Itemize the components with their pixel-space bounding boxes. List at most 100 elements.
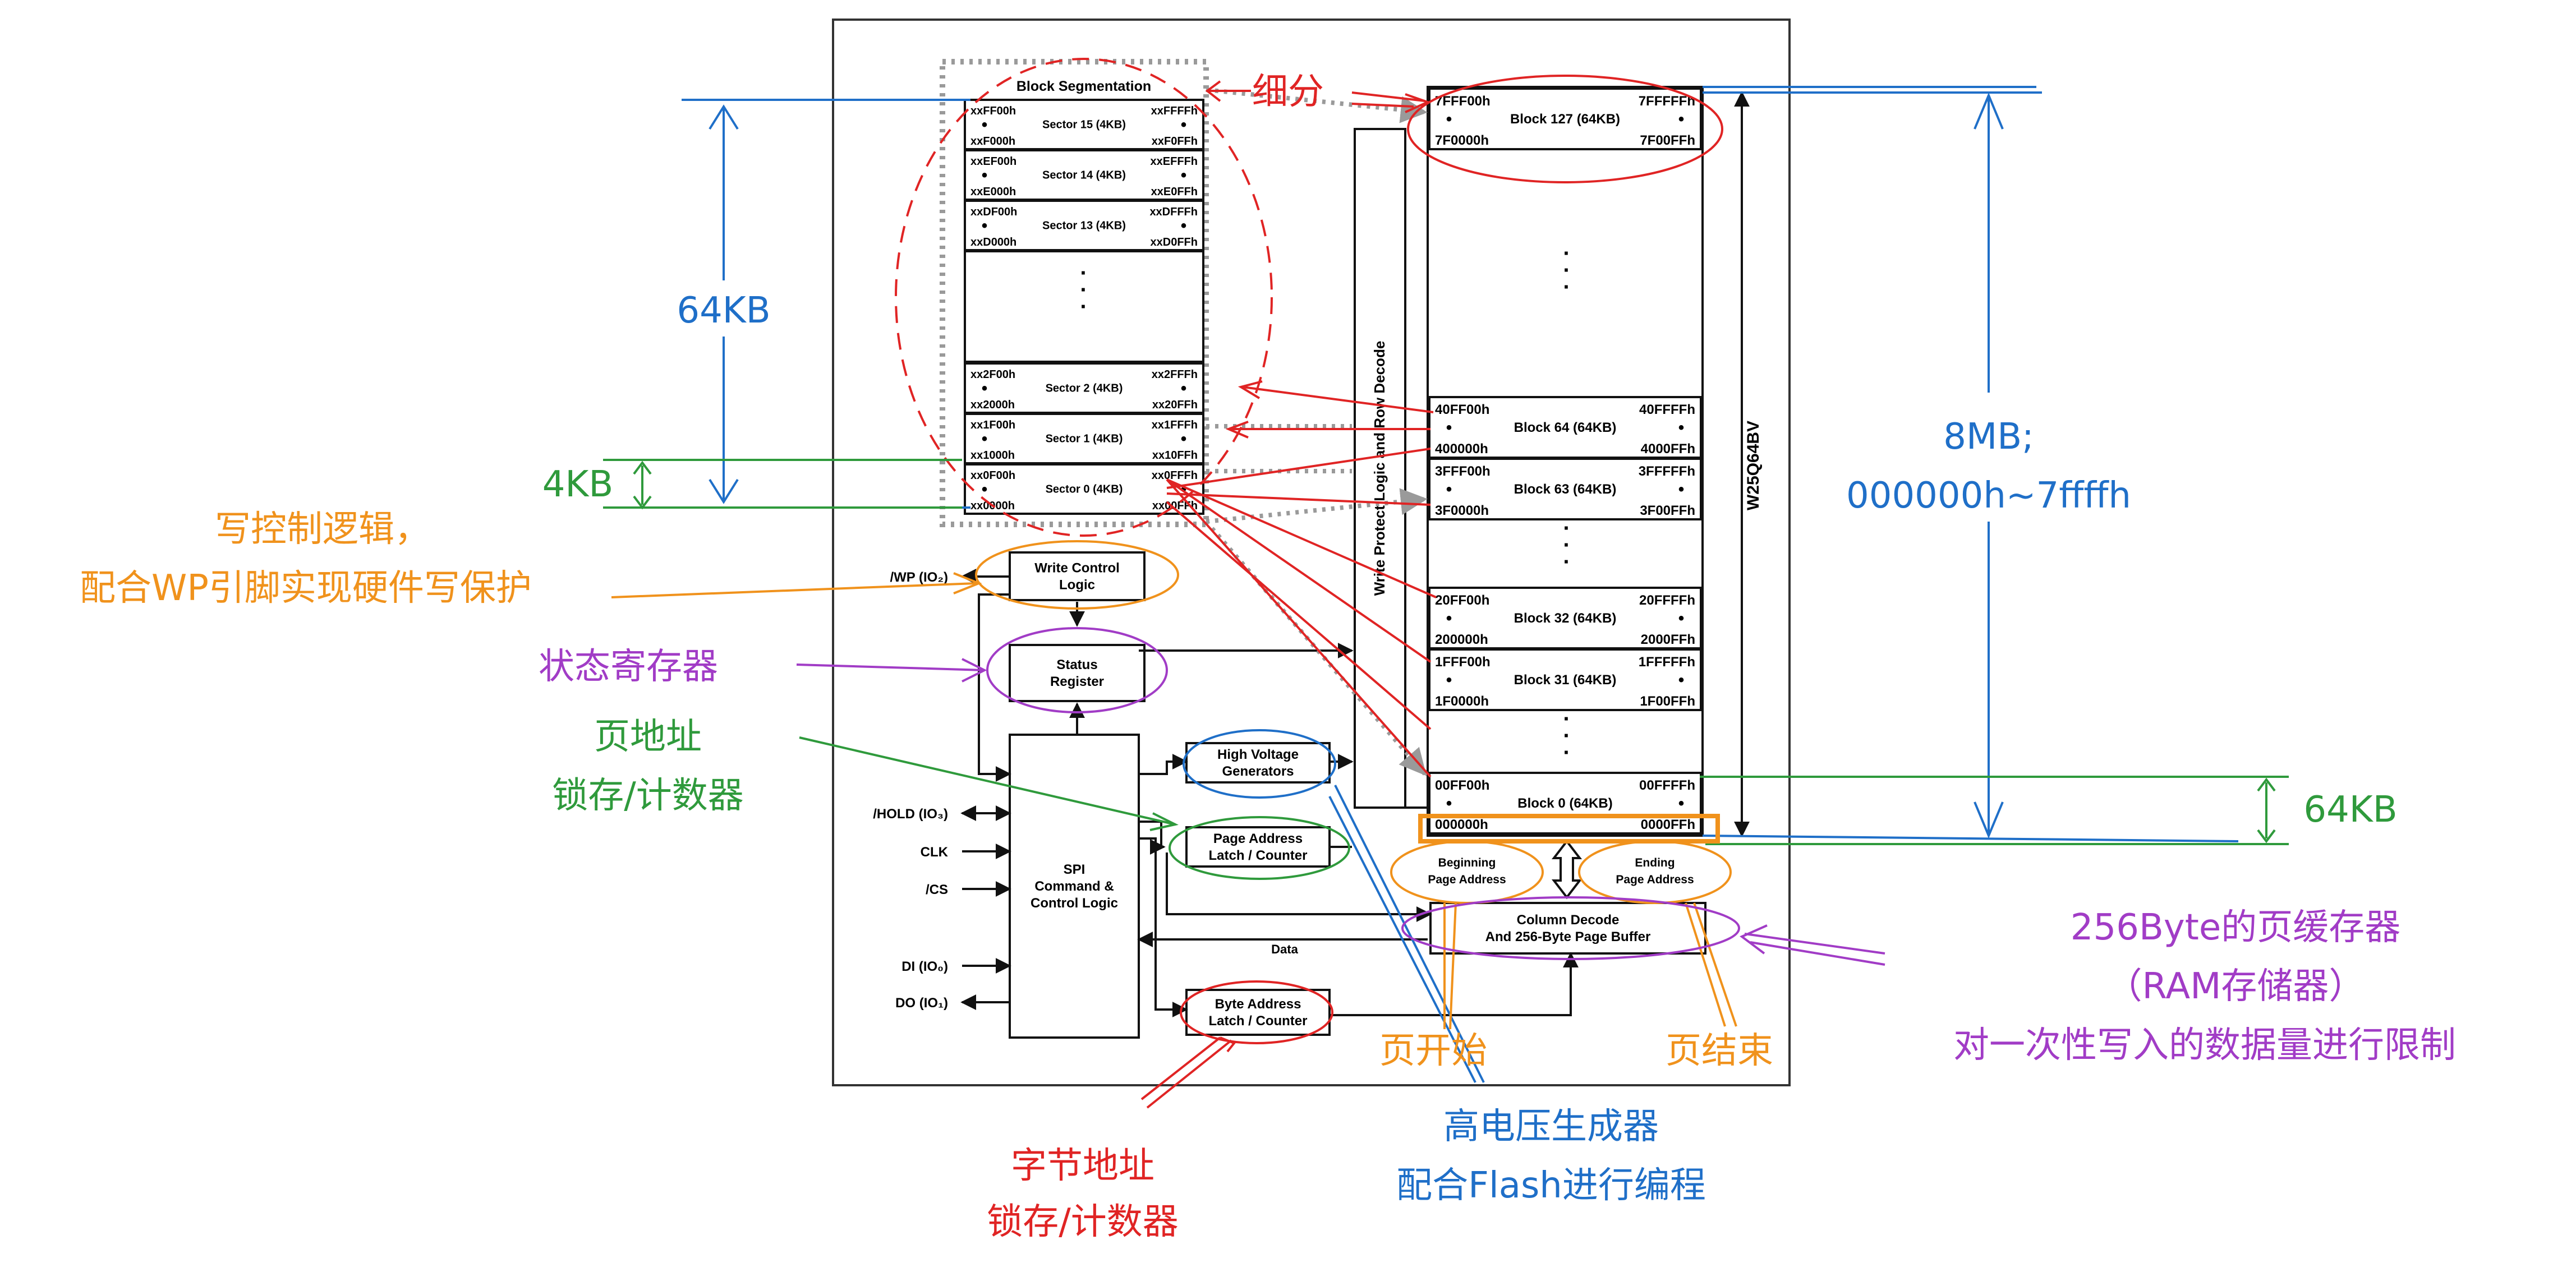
block-row-end-high: 1FFFFFh (1639, 655, 1695, 670)
green-annotations (603, 459, 2289, 880)
sector-row-start-low: xxE000h (970, 186, 1016, 198)
high-voltage-generators-label: Generators (1222, 764, 1294, 779)
page-address-latch-box (1185, 826, 1331, 868)
page-address-latch-label: Page Address (1213, 831, 1303, 846)
block-row-start-low: 7F0000h (1435, 133, 1489, 148)
segmentation-dashed-ellipse (895, 58, 1273, 537)
block-row-name: Block 32 (64KB) (1514, 611, 1617, 626)
sector-row-dot: • (1181, 166, 1187, 185)
block-row-dot: • (1446, 110, 1452, 128)
row-decode-label: Write Protect Logic and Row Decode (1371, 341, 1388, 596)
write-control-annotation-line1: 写控制逻辑， (215, 509, 430, 550)
blue-annotations (603, 86, 2239, 1083)
sector-row-dot: • (1181, 430, 1187, 448)
page-address-annotation-line2: 锁存/计数器 (552, 775, 744, 817)
block-row-end-high: 40FFFFh (1639, 402, 1695, 417)
page-buffer-annotation-line2: （RAM存储器） (2106, 966, 2365, 1007)
byte-address-ellipse (1180, 980, 1333, 1044)
sector-row-start-low: xx2000h (970, 399, 1015, 411)
subdivide-label: 细分 (1252, 71, 1324, 113)
column-decode-buffer-label: And 256-Byte Page Buffer (1485, 929, 1651, 944)
sector-row-end-high: xxEFFFh (1151, 155, 1198, 168)
block-row-dot: • (1446, 794, 1452, 813)
page-address-annotation-line1: 页地址 (594, 716, 702, 758)
memory-array (1427, 86, 1704, 837)
sector-row-end-high: xxFFFFh (1151, 105, 1198, 117)
sector-row-end-high: xx1FFFh (1152, 419, 1198, 431)
sector-row-dot: • (1181, 216, 1187, 235)
block-row-name: Block 127 (64KB) (1510, 112, 1620, 127)
block-row-start-low: 1F0000h (1435, 694, 1489, 709)
sector-row-cell (964, 463, 1204, 515)
block-row-cell (1428, 648, 1702, 711)
sector-row-start-low: xxF000h (970, 135, 1015, 148)
sector-row-end-low: xxF0FFh (1152, 135, 1198, 148)
block-row-dot: • (1678, 110, 1685, 128)
pin-label: /CS (926, 882, 948, 897)
spi-control-logic-label: Command & (1034, 879, 1114, 894)
block-row-name: Block 63 (64KB) (1514, 482, 1617, 497)
sector-row-start-low: xx1000h (970, 449, 1015, 462)
page-address-ellipse (1169, 816, 1350, 880)
svg-text:·: · (1563, 707, 1570, 731)
page-end-label: 页结束 (1666, 1030, 1773, 1072)
byte-address-annotation-line1: 字节地址 (1011, 1145, 1154, 1187)
page-address-latch-label: Latch / Counter (1208, 848, 1307, 863)
sector-gap-area (964, 250, 1204, 363)
spi-control-logic-label: SPI (1064, 862, 1085, 877)
column-decode-buffer-box (1429, 902, 1706, 955)
svg-text:·: · (1563, 533, 1570, 557)
logic-blocks: Write ControlLogicStatusRegisterSPIComma… (1009, 551, 1706, 1039)
status-register-box (1009, 644, 1146, 702)
sector-row-dot: • (1181, 379, 1187, 398)
ellipsis-group: ··· ··· ··· (1563, 241, 1570, 765)
high-voltage-generators-box (1185, 742, 1331, 784)
status-register-annotation: 状态寄存器 (539, 646, 718, 688)
pin-label: DO (IO₁) (895, 996, 948, 1011)
ending-page-address-label: Ending (1635, 856, 1675, 869)
byte-address-latch-label: Latch / Counter (1208, 1013, 1307, 1029)
sector-row-start-high: xxEF00h (970, 155, 1016, 168)
sector-row-end-high: xxDFFFh (1149, 206, 1198, 218)
ellipsis-vertical: · (1080, 278, 1087, 302)
sector-row-end-low: xx10FFh (1152, 449, 1198, 462)
beginning-page-address-label: Page Address (1428, 873, 1506, 886)
sector-row-dot: • (982, 480, 988, 499)
block-row-start-high: 1FFF00h (1435, 655, 1491, 670)
size-8mb-line2: 000000h~7ffffh (1846, 475, 2131, 517)
sector-row-end-low: xxE0FFh (1151, 186, 1198, 198)
pin-label: /HOLD (IO₃) (873, 806, 948, 822)
block-row-end-low: 7F00FFh (1640, 133, 1695, 148)
svg-text:·: · (1563, 275, 1570, 299)
high-voltage-annotation-line2: 配合Flash进行编程 (1396, 1165, 1706, 1206)
sector-row-start-high: xxFF00h (970, 105, 1016, 117)
row-decode-bar (1354, 128, 1406, 809)
write-control-annotation-line2: 配合WP引脚实现硬件写保护 (80, 568, 532, 609)
size-64kb-left: 64KB (677, 290, 770, 331)
array-buffer-arrow (1551, 839, 1583, 900)
ellipsis-vertical: · (1080, 261, 1087, 285)
block-segmentation-frame (940, 59, 1209, 527)
status-register-label: Register (1050, 674, 1104, 689)
block-row-end-high: 20FFFFh (1639, 593, 1695, 608)
block-row-cell (1428, 87, 1702, 150)
block-row-dot: • (1678, 794, 1685, 813)
sector-row-name: Sector 1 (4KB) (1046, 433, 1123, 445)
byte-address-latch-box (1185, 989, 1331, 1036)
block-row-dot: • (1446, 418, 1452, 437)
block-segmentation-title: Block Segmentation (1016, 79, 1151, 94)
high-voltage-ellipse (1183, 729, 1336, 799)
block-row-end-high: 00FFFFh (1639, 778, 1695, 793)
sector-row-name: Sector 14 (4KB) (1042, 169, 1126, 182)
status-register-ellipse (986, 627, 1168, 713)
sector-row-dot: • (982, 430, 988, 448)
